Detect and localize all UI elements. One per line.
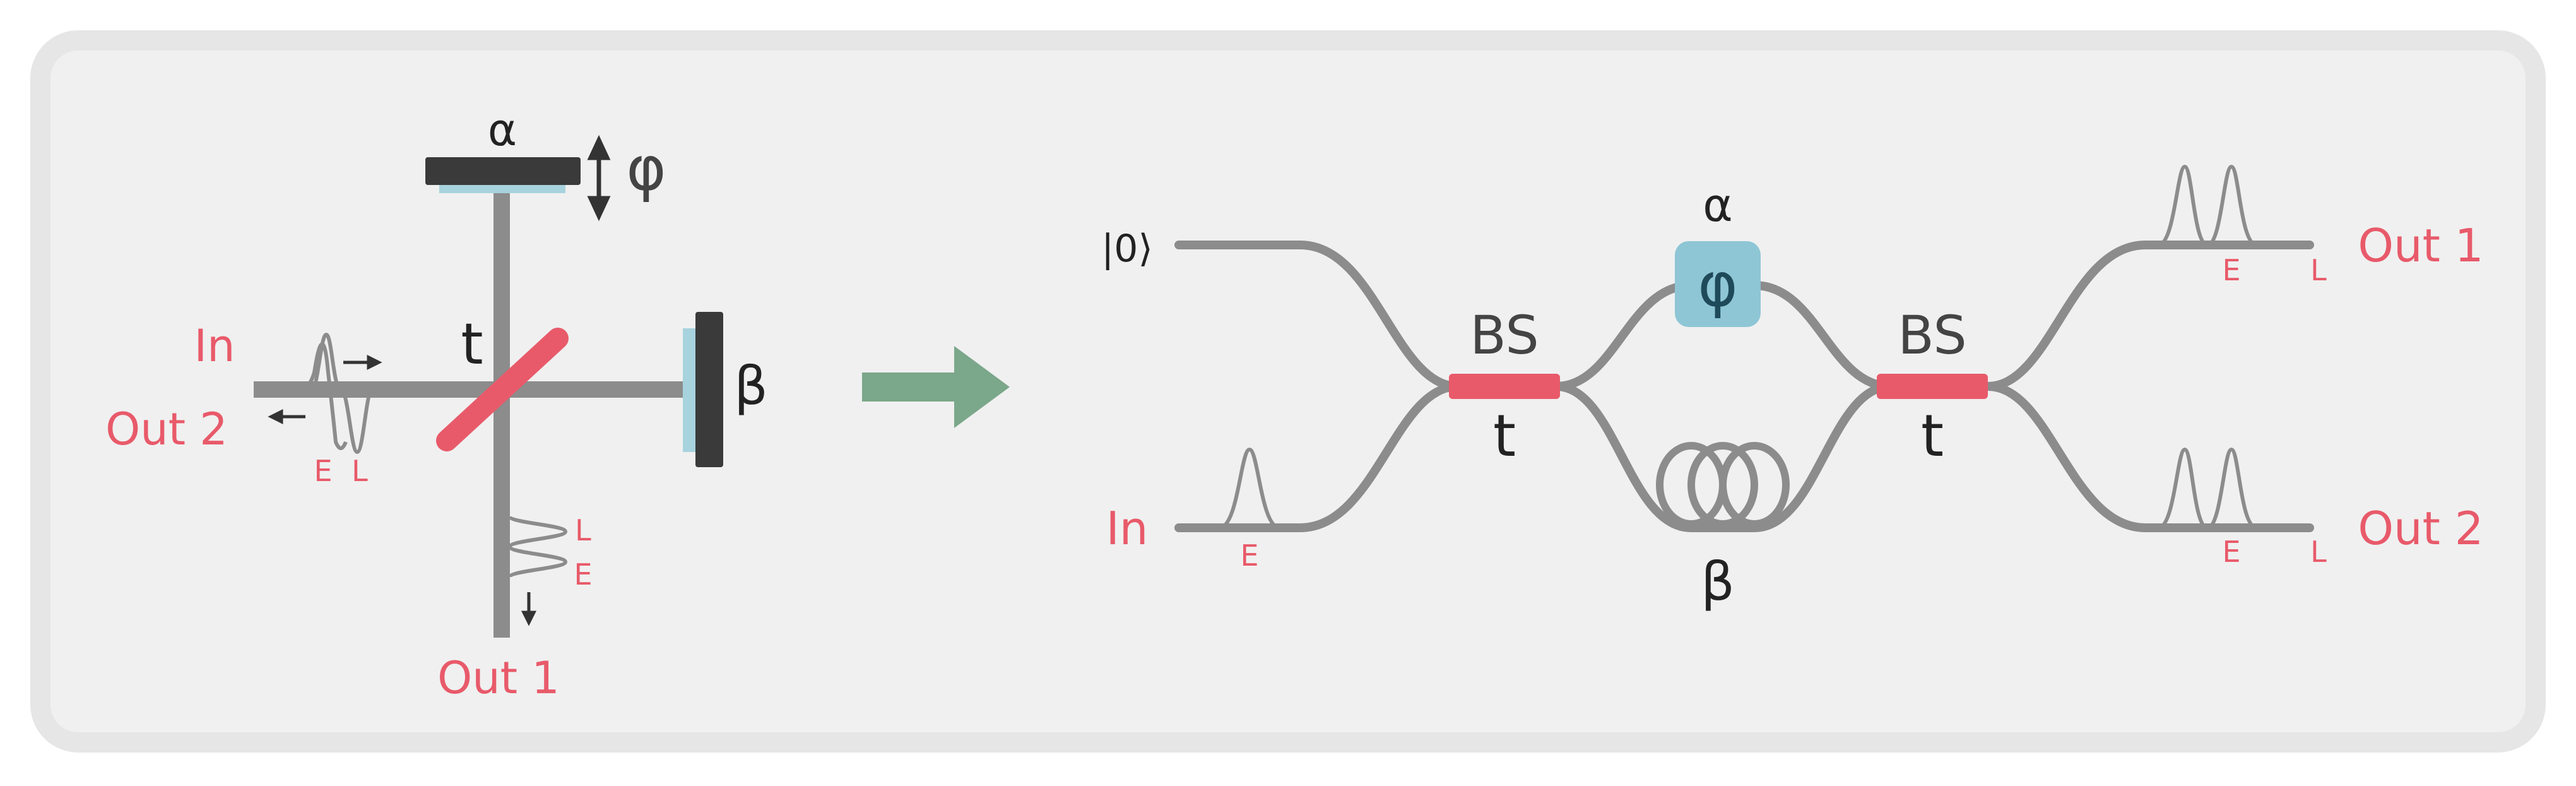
label-t2: t	[1921, 402, 1944, 470]
mirror-beta	[695, 312, 723, 467]
delay-loop-icon	[1656, 442, 1790, 528]
waveguide-output-top	[1983, 241, 2314, 391]
beam-splitter	[436, 328, 569, 451]
pulse-wave-horizontal	[310, 332, 374, 455]
label-in-left: In	[194, 320, 235, 372]
beam-splitter-2	[1877, 374, 1988, 399]
label-bs2: BS	[1898, 304, 1966, 366]
label-early-h: E	[314, 454, 332, 488]
phase-shifter	[1675, 241, 1761, 327]
label-out2-right: Out 2	[2358, 502, 2483, 555]
phase-adjust-arrow-icon	[587, 134, 611, 222]
waveguide-input-top	[1174, 241, 1462, 391]
arrow-down-icon	[521, 592, 537, 626]
label-late-out1: L	[2310, 253, 2327, 287]
pulse-vertical	[507, 515, 568, 579]
horizontal-beam	[254, 381, 694, 398]
label-bs1: BS	[1470, 304, 1539, 366]
pulse-out1	[2158, 164, 2257, 247]
label-ket0: |0⟩	[1101, 227, 1153, 271]
mirror-alpha	[425, 157, 581, 185]
mirror-beta-coating	[683, 328, 697, 452]
waveguide-input-bottom	[1174, 382, 1462, 532]
arrow-left-icon	[268, 408, 305, 425]
label-late-h: L	[352, 454, 368, 488]
michelson-interferometer: α φ t β In Out 2 Out 1 E L L E	[105, 104, 768, 704]
label-phi-right: φ	[1698, 249, 1737, 320]
beam-splitter-1	[1449, 374, 1560, 399]
label-late-v: L	[575, 513, 591, 547]
transform-arrow-icon	[862, 346, 1010, 428]
pulse-out2	[2158, 447, 2257, 530]
label-in-right: In	[1106, 502, 1149, 555]
label-out2-left: Out 2	[105, 403, 228, 455]
label-phi-left: φ	[626, 133, 666, 204]
label-late-out2: L	[2310, 535, 2327, 569]
label-t-left: t	[461, 311, 483, 378]
label-out1-left: Out 1	[437, 652, 560, 704]
outer-frame	[30, 30, 2546, 753]
label-early-out2: E	[2222, 535, 2240, 569]
label-early-in: E	[1240, 539, 1258, 573]
pulse-early-horizontal	[300, 342, 348, 450]
label-out1-right: Out 1	[2358, 219, 2483, 272]
label-early-out1: E	[2222, 253, 2240, 287]
arrow-right-icon	[343, 354, 382, 371]
label-alpha-left: α	[488, 104, 517, 156]
pulse-input	[1219, 447, 1280, 530]
waveguide-output-bottom	[1983, 382, 2314, 532]
label-early-v: E	[574, 557, 592, 592]
vertical-beam	[493, 188, 510, 638]
pulses-right	[1219, 164, 2257, 530]
label-beta-right: β	[1701, 551, 1735, 612]
label-alpha-right: α	[1703, 179, 1732, 232]
label-beta-left: β	[734, 355, 768, 417]
label-t1: t	[1493, 402, 1516, 470]
